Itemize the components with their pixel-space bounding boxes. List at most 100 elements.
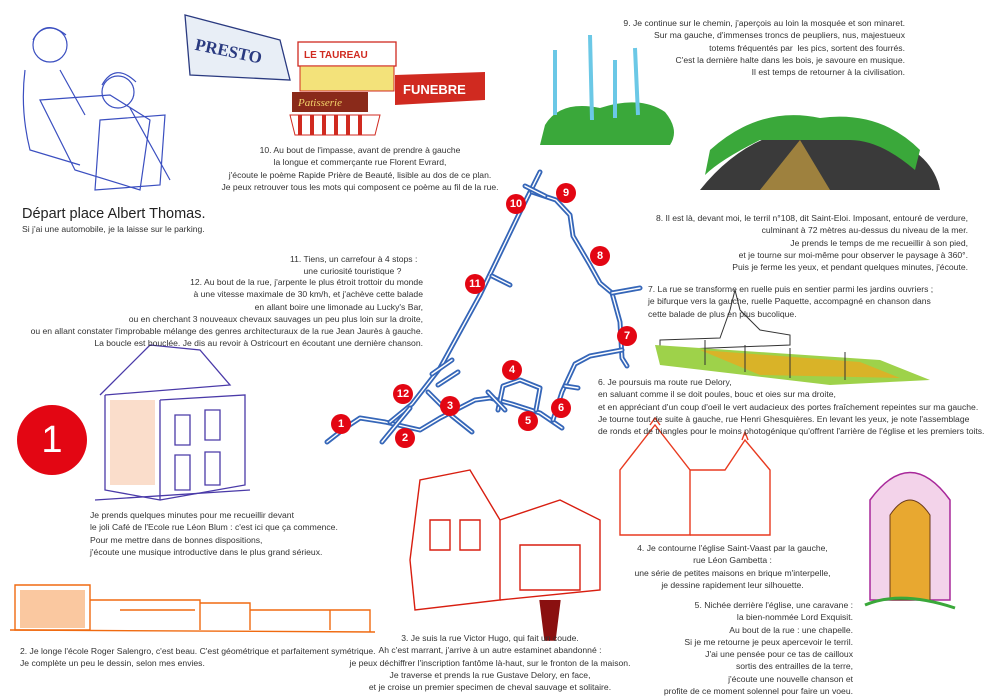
route-marker-7: 7: [617, 326, 637, 346]
text-line: 5. Nichée derrière l'église, une caravan…: [694, 600, 853, 610]
text-line: 7. La rue se transforme en ruelle puis e…: [648, 284, 934, 294]
road-line: [529, 189, 630, 369]
text-line: j'écoute le poème Rapide Prière de Beaut…: [228, 169, 492, 180]
text-line: sortis des entrailles de la terre,: [735, 661, 853, 672]
text-line: Sur ma gauche, d'immenses troncs de peup…: [654, 30, 905, 41]
text-line: Je traverse et prends la rue Gustave Del…: [389, 669, 591, 680]
text-line: rue Léon Gambetta :: [693, 555, 772, 566]
school-roger-salengro-illustration: [9, 584, 376, 633]
text-line: 10. Au bout de l'impasse, avant de prend…: [259, 145, 461, 155]
le-taureau-sign-illustration: LE TAUREAU: [297, 41, 397, 92]
page-title: Départ place Albert Thomas.: [22, 206, 206, 222]
route-marker-5: 5: [518, 411, 538, 431]
text-line: je peux déchiffrer l'inscription fantôme…: [349, 657, 631, 668]
text-line: Je prends quelques minutes pour me recue…: [90, 510, 294, 520]
step-1-text: Je prends quelques minutes pour me recue…: [90, 509, 338, 558]
route-marker-3: 3: [440, 396, 460, 416]
road-line: [497, 379, 541, 411]
step-7-text: 7. La rue se transforme en ruelle puis e…: [648, 283, 933, 320]
text-line: j'écoute une nouvelle chanson et: [728, 673, 853, 684]
text-line: la longue et commerçante rue Florent Evr…: [273, 157, 447, 168]
presto-sign-illustration: PRESTO: [184, 14, 291, 81]
text-line: totems fréquentés par les pics, sortent …: [709, 42, 905, 53]
svg-text:Patisserie: Patisserie: [297, 97, 342, 109]
road-line: [427, 391, 473, 433]
step-5-text: 5. Nichée derrière l'église, une caravan…: [664, 599, 853, 697]
village-gardens-illustration: [655, 289, 930, 385]
road-line: [564, 385, 579, 389]
text-line: J'ai une pensée pour ce tas de cailloux: [705, 649, 853, 660]
poplars-illustration: [540, 34, 674, 145]
road-line: [487, 391, 506, 411]
text-line: 8. Il est là, devant moi, le terril n°10…: [655, 213, 968, 223]
route-marker-12: 12: [393, 384, 413, 404]
route-marker-10: 10: [506, 194, 526, 214]
road-line: [611, 287, 641, 294]
terril-illustration: [700, 115, 940, 190]
text-line: La boucle est bouclée. Je dis au revoir …: [94, 338, 423, 349]
route-marker-6: 6: [551, 398, 571, 418]
text-line: ou en allant constater l'improbable méla…: [30, 326, 423, 337]
text-line: 9. Je continue sur le chemin, j'aperçois…: [623, 18, 905, 28]
page-subtitle: Si j'ai une automobile, je la laisse sur…: [22, 224, 205, 234]
text-line: Je complète un peu le dessin, selon mes …: [20, 658, 205, 669]
text-line: une curiosité touristique ?: [303, 266, 402, 277]
step-11-text: 11. Tiens, un carrefour à 4 stops : une c…: [290, 253, 418, 278]
text-line: Si je me retourne je peux apercevoir le …: [684, 636, 853, 647]
road-line: [326, 397, 563, 443]
text-line: cette balade de plus en plus bucolique.: [648, 308, 797, 319]
text-line: Pour me mettre dans de bonnes dispositio…: [90, 534, 263, 545]
start-marker-big: 1: [17, 405, 87, 475]
text-line: 2. Je longe l'école Roger Salengro, c'es…: [20, 646, 376, 656]
funebre-sign-illustration: FUNEBRE: [395, 72, 485, 105]
route-marker-4: 4: [502, 360, 522, 380]
text-line: j'écoute une musique introductive dans l…: [90, 546, 323, 557]
text-line: culminant à 72 mètres au-dessus du nivea…: [761, 225, 968, 236]
text-line: de ronds et de triangles pour le moins p…: [598, 426, 985, 437]
text-line: en allant boire une limonade au Lucky's …: [254, 301, 423, 312]
text-line: en saluant comme il se doit poules, bouc…: [598, 389, 836, 400]
text-line: Je peux retrouver tous les mots qui comp…: [221, 181, 499, 192]
text-line: 4. Je contourne l'église Saint-Vaast par…: [637, 543, 828, 553]
road-line: [524, 185, 546, 197]
road-line: [381, 407, 411, 443]
step-2-text: 2. Je longe l'école Roger Salengro, c'es…: [20, 645, 376, 670]
text-line: Puis je ferme les yeux, et pendant quelq…: [732, 262, 968, 273]
chapel-illustration: [864, 471, 956, 610]
road-line: [491, 275, 511, 286]
text-line: Je tourne tout de suite à gauche, rue He…: [598, 413, 970, 424]
step-4-text: 4. Je contourne l'église Saint-Vaast par…: [620, 542, 845, 591]
route-marker-2: 2: [395, 428, 415, 448]
text-line: une série de petites maisons en brique m…: [634, 567, 831, 578]
road-line: [531, 191, 628, 367]
text-line: Au bout de la rue : une chapelle.: [729, 624, 853, 635]
abandoned-estaminet-illustration: [409, 469, 601, 641]
step-10-text: 10. Au bout de l'impasse, avant de prend…: [205, 144, 515, 193]
text-line: et je croise un premier specimen de chev…: [368, 682, 612, 693]
step-6-text: 6. Je poursuis ma route rue Delory,en sa…: [598, 376, 984, 437]
church-silhouette-illustration: [619, 416, 771, 536]
text-line: 12. Au bout de la rue, j'arpente le plus…: [190, 277, 423, 287]
text-line: Je prends le temps de me recueillir à so…: [790, 237, 968, 248]
svg-text:LE TAUREAU: LE TAUREAU: [304, 50, 368, 61]
text-line: et en appréciant d'un coup d'oeil le ver…: [598, 401, 979, 412]
text-line: C'est la dernière halte dans les bois, j…: [675, 54, 905, 65]
road-line: [431, 359, 459, 386]
text-line: 3. Je suis la rue Victor Hugo, qui fait …: [401, 633, 579, 643]
route-marker-1: 1: [331, 414, 351, 434]
text-line: je dessine rapidement leur silhouette.: [661, 579, 804, 590]
text-line: Ah c'est marrant, j'arrive à un autre es…: [378, 645, 602, 656]
text-line: à une vitesse maximale de 30 km/h, et j'…: [193, 289, 423, 300]
route-marker-11: 11: [465, 274, 485, 294]
step-3-text: 3. Je suis la rue Victor Hugo, qui fait …: [340, 632, 640, 693]
svg-text:FUNEBRE: FUNEBRE: [403, 82, 466, 97]
patisserie-sign-illustration: Patisserie: [289, 92, 381, 136]
text-line: le joli Café de l'Ecole rue Léon Blum : …: [90, 522, 338, 533]
step-12-text: 12. Au bout de la rue, j'arpente le plus…: [31, 276, 423, 350]
readers-illustration: [22, 27, 171, 191]
step-8-text: 8. Il est là, devant moi, le terril n°10…: [656, 212, 968, 273]
route-marker-8: 8: [590, 246, 610, 266]
text-line: 11. Tiens, un carrefour à 4 stops :: [290, 254, 418, 264]
